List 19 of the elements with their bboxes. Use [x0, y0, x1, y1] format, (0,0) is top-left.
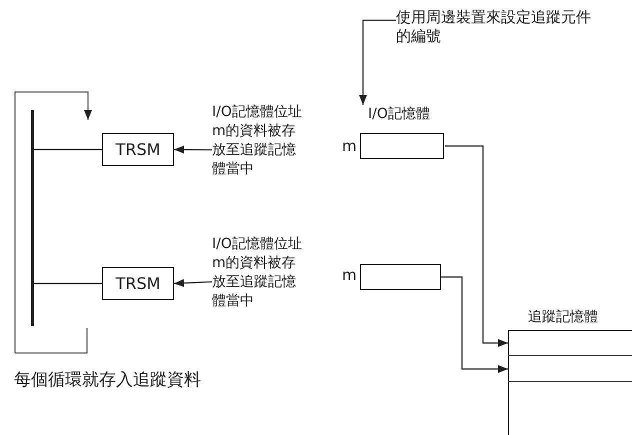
annotation-text: 使用周邊裝置來設定追蹤元件的編號	[396, 8, 596, 52]
memory-cell	[360, 264, 441, 290]
arrow	[174, 146, 212, 154]
annotation-text: I/O記憶體位址m的資料被存放至追蹤記憶體當中	[212, 235, 306, 313]
memory-label: I/O記憶體	[368, 105, 430, 123]
address-label: m	[342, 137, 357, 155]
arrow	[174, 279, 212, 288]
connector-line	[34, 148, 102, 150]
annotation-text: I/O記憶體位址m的資料被存放至追蹤記憶體當中	[212, 103, 306, 181]
memory-label: 追蹤記憶體	[528, 308, 598, 326]
arrow	[441, 276, 508, 373]
arrow	[445, 145, 508, 347]
ladder-rail	[31, 110, 34, 326]
instruction-box: TRSM	[102, 267, 174, 300]
note-text: 每個循環就存入追蹤資料	[14, 369, 201, 391]
connector-line	[34, 282, 102, 284]
address-label: m	[342, 266, 357, 284]
instruction-box: TRSM	[102, 133, 174, 166]
arrow	[359, 20, 396, 105]
